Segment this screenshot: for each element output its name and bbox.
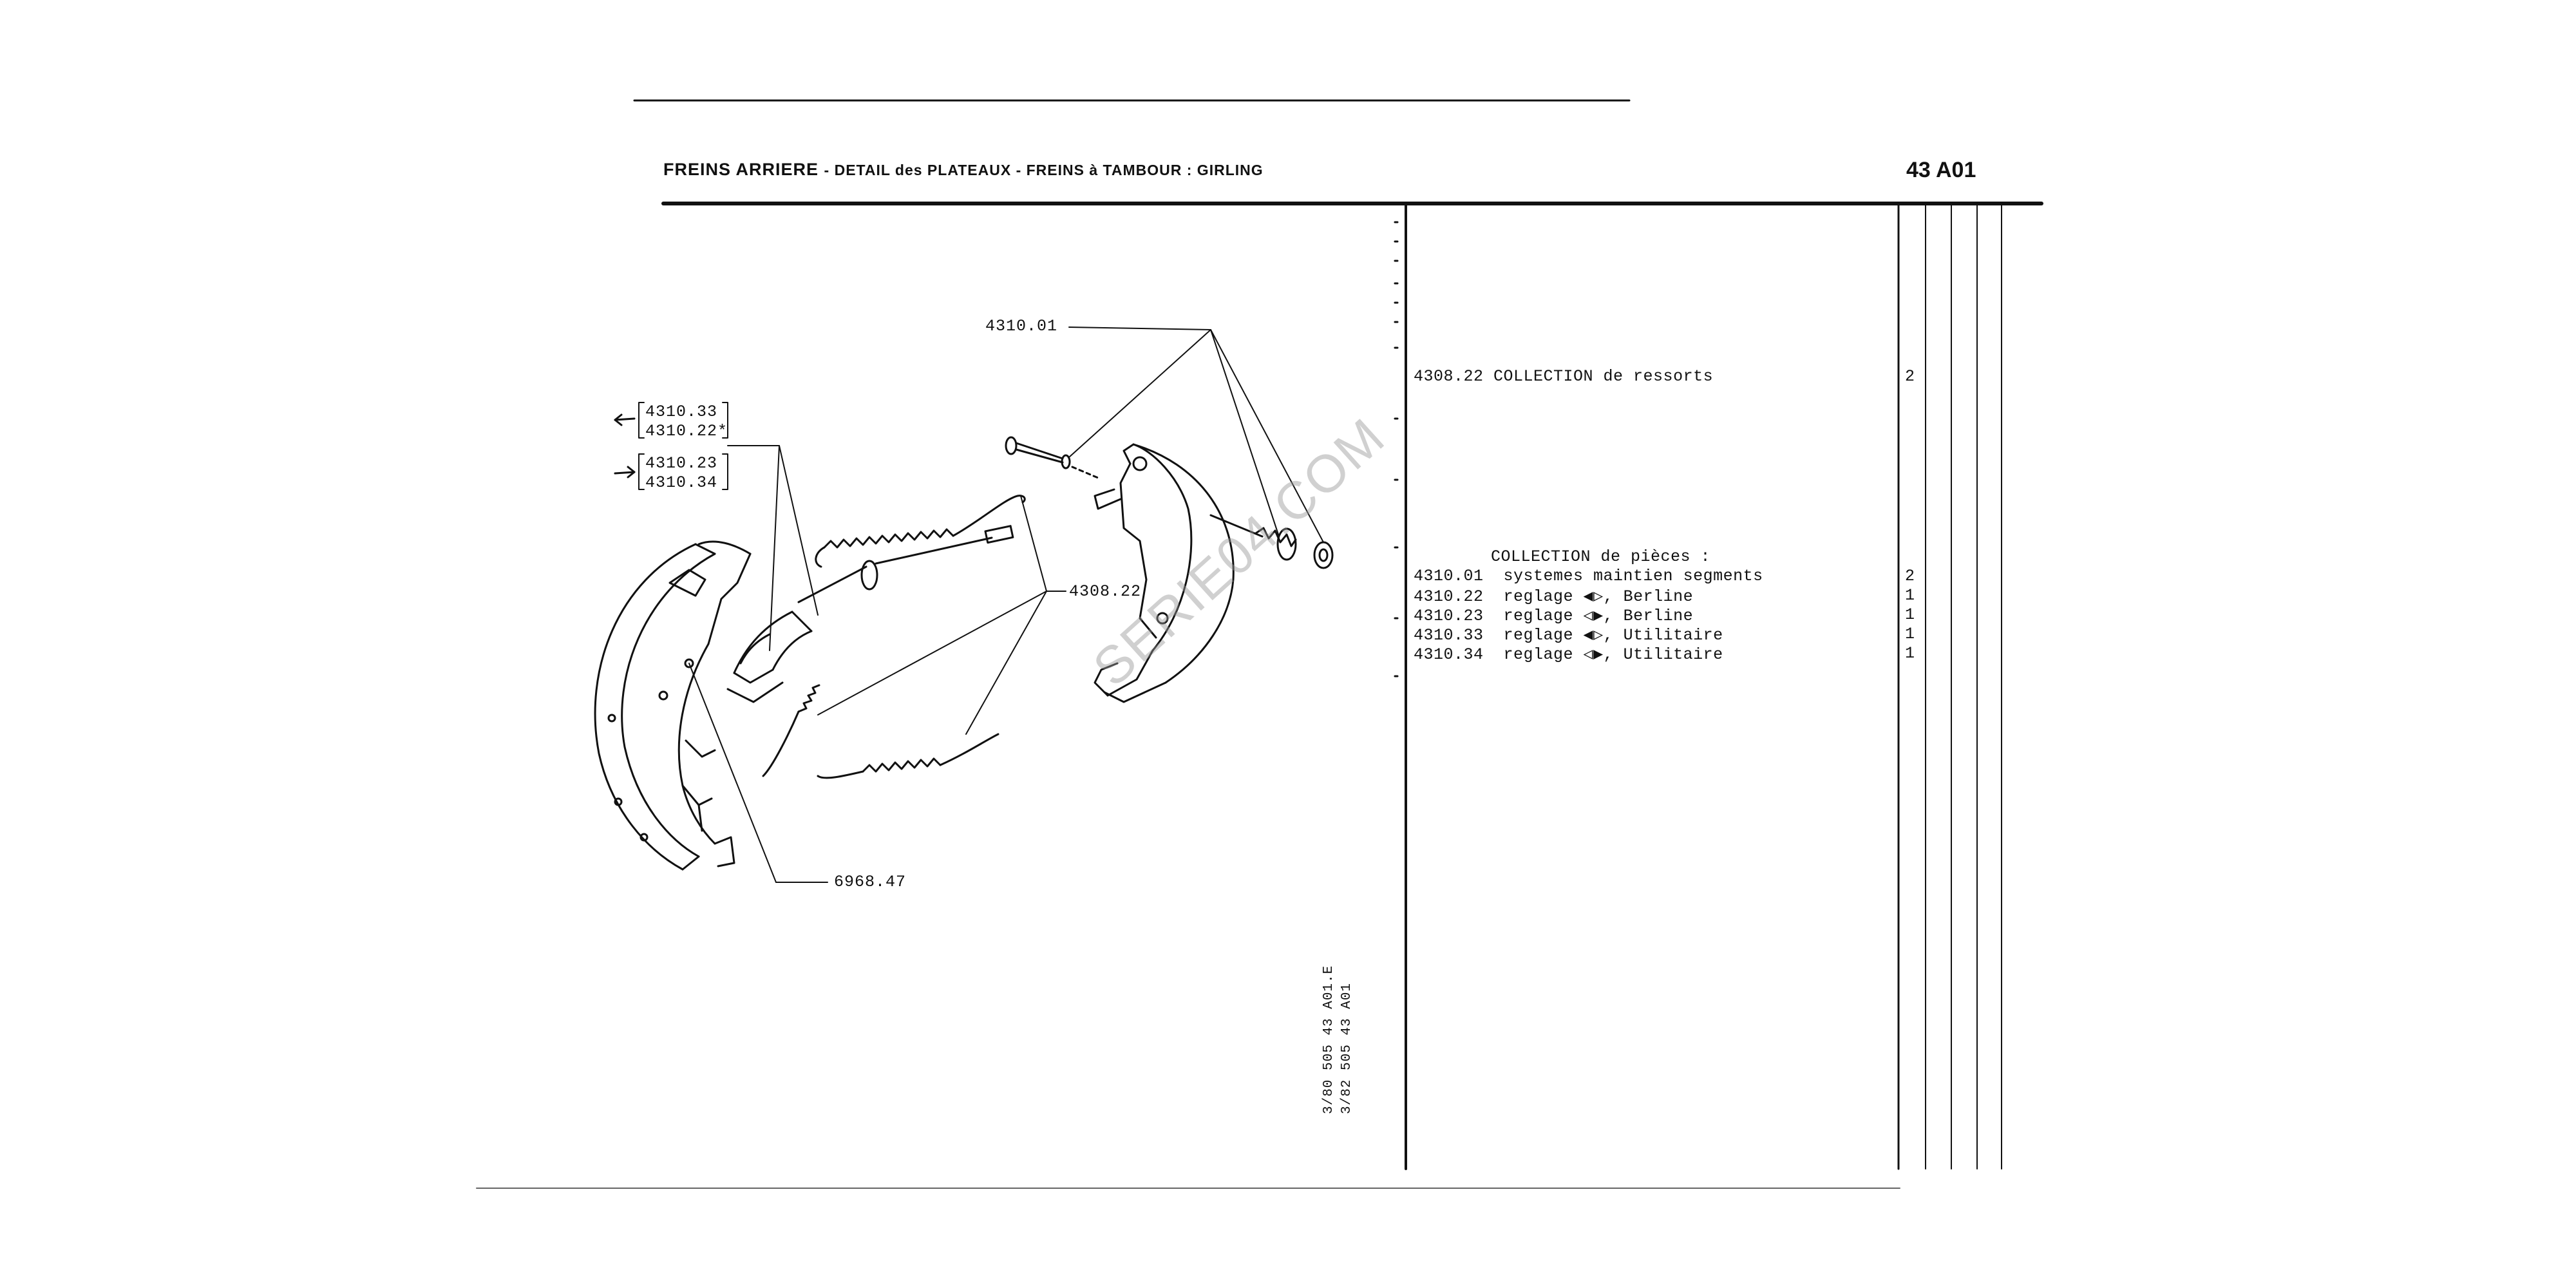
parts-row-qty: 1 <box>1904 605 1915 624</box>
parts-row: 4310.22 reglage ◀▷, Berline <box>1414 587 1694 606</box>
callout-brackets <box>638 402 728 490</box>
reference-line-2: 3/82 505 43 A01 <box>1340 982 1354 1114</box>
hold-down-pin <box>1005 436 1334 569</box>
divider-ticks <box>1394 221 1399 677</box>
right-brake-shoe <box>1094 443 1235 703</box>
parts-row: 4310.33 reglage ◀▷, Utilitaire <box>1414 626 1723 645</box>
page-code: 43 A01 <box>1906 158 1976 182</box>
reference-line-1: 3/80 505 43 A01.E <box>1321 965 1336 1114</box>
callout-4310-01: 4310.01 <box>985 317 1058 336</box>
upper-spring <box>815 495 1026 568</box>
rotation-arrows <box>614 413 636 478</box>
callout-4308-22: 4308.22 <box>1069 582 1142 601</box>
parts-row-qty: 1 <box>1904 586 1915 605</box>
parts-row: 4310.01 systemes maintien segments <box>1414 567 1763 585</box>
qty-springs: 2 <box>1904 367 1915 386</box>
parts-group-springs: 4308.22 COLLECTION de ressorts <box>1414 367 1714 386</box>
callout-4310-33: 4310.33 <box>645 402 718 421</box>
title-sub: - DETAIL des PLATEAUX - FREINS à TAMBOUR… <box>824 162 1264 178</box>
leader-lines <box>688 327 1324 883</box>
lower-spring <box>817 733 999 779</box>
callout-4310-22: 4310.22* <box>645 422 728 440</box>
small-spring <box>762 684 820 777</box>
adjuster-lever <box>726 525 1014 703</box>
title-main: FREINS ARRIERE <box>663 160 819 179</box>
left-brake-shoe <box>594 540 752 871</box>
parts-row-qty: 1 <box>1904 644 1915 663</box>
page-title: FREINS ARRIERE - DETAIL des PLATEAUX - F… <box>663 160 1264 180</box>
callout-6968-47: 6968.47 <box>834 873 907 891</box>
callout-4310-23: 4310.23 <box>645 454 718 473</box>
parts-row-qty: 2 <box>1904 567 1915 585</box>
parts-row-qty: 1 <box>1904 625 1915 643</box>
parts-group-heading: COLLECTION de pièces : <box>1491 547 1711 566</box>
callout-4310-34: 4310.34 <box>645 473 718 492</box>
parts-row: 4310.23 reglage ◁▶, Berline <box>1414 607 1694 625</box>
parts-row: 4310.34 reglage ◁▶, Utilitaire <box>1414 645 1723 664</box>
